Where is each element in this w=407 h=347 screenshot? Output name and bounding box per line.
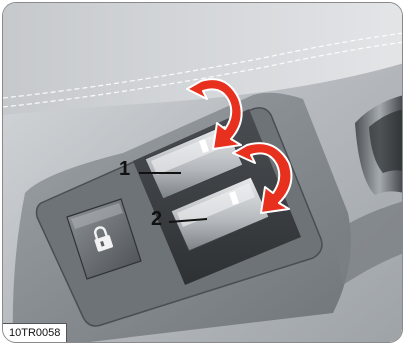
callout-label-1: 1 — [119, 159, 130, 179]
illustration-frame: 1 2 10TR0058 — [2, 2, 403, 343]
reference-code: 10TR0058 — [3, 323, 67, 342]
door-switch-panel-illustration — [3, 3, 403, 343]
callout-label-2: 2 — [151, 209, 162, 229]
